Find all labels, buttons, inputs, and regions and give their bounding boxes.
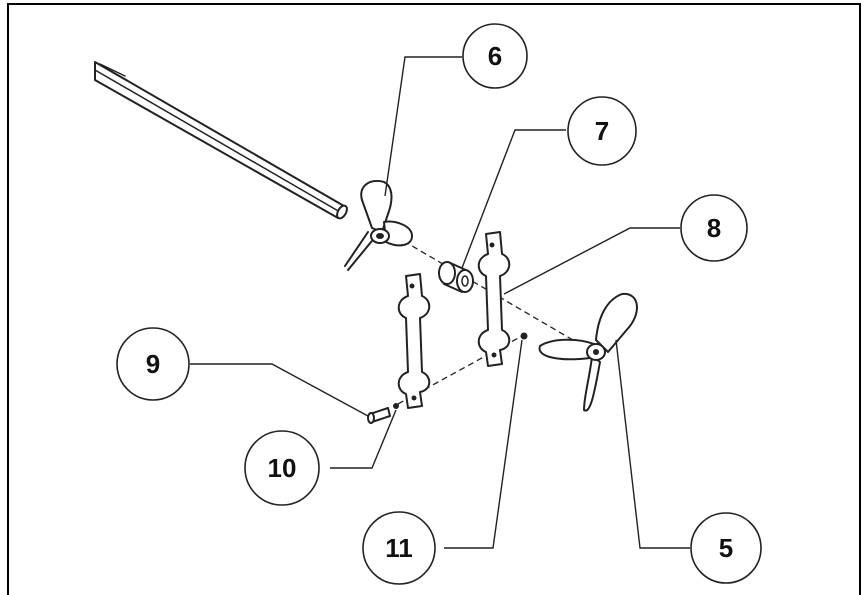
callout-10: 10 [244,430,320,506]
callout-9-label: 9 [146,349,160,379]
callout-10-label: 10 [268,453,297,483]
callout-8-label: 8 [707,213,721,243]
callout-11-label: 11 [385,533,413,563]
nut [520,332,528,340]
leader-7 [461,129,566,269]
callout-11: 11 [362,511,436,585]
callout-6-label: 6 [488,41,502,71]
callout-5-label: 5 [719,533,733,563]
front-bracket [397,273,431,409]
shaft [94,61,348,220]
lower-propeller [538,292,638,412]
callout-6: 6 [462,23,528,89]
callout-5: 5 [690,512,762,584]
bolt [367,407,391,424]
rear-bracket [477,231,511,367]
callout-7-label: 7 [595,116,609,146]
leader-6 [384,56,462,197]
callout-9: 9 [116,327,190,401]
callout-7: 7 [567,96,637,166]
leader-10 [330,409,397,469]
washer [393,403,399,409]
upper-propeller [344,180,413,271]
leader-11 [444,339,523,549]
bushing [438,261,474,293]
leader-8 [503,227,680,295]
leader-9 [190,363,369,417]
leader-5 [615,339,690,549]
callout-8: 8 [680,194,748,262]
